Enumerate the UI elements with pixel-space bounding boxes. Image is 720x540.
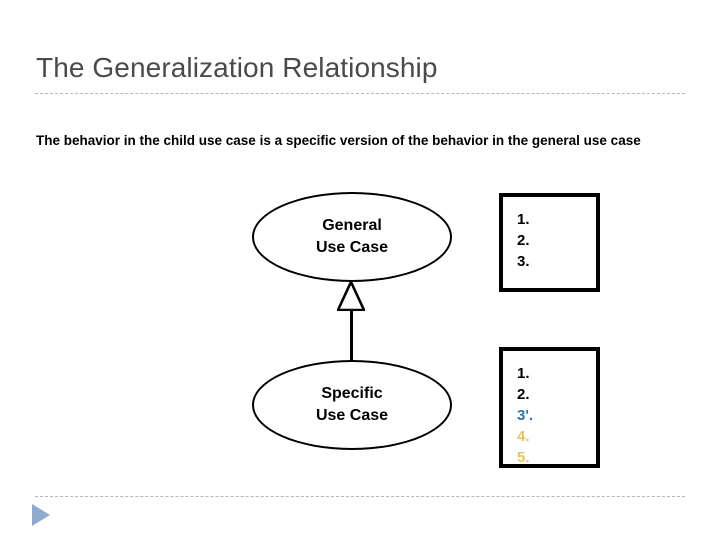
step-item: 1.: [517, 211, 530, 228]
step-item: 3'.: [517, 407, 534, 424]
play-triangle-icon[interactable]: [30, 503, 52, 527]
specific-steps-box: 1. 2. 3'. 4. 5.: [499, 347, 600, 468]
step-item: 5.: [517, 449, 530, 466]
page-title: The Generalization Relationship: [36, 52, 438, 83]
step-item: 4.: [517, 428, 530, 445]
general-use-case-node[interactable]: General Use Case: [252, 192, 452, 282]
step-item: 3.: [517, 253, 530, 270]
specific-use-case-node[interactable]: Specific Use Case: [252, 360, 452, 450]
title-divider: [35, 93, 685, 94]
step-item: 2.: [517, 232, 530, 249]
general-steps-box: 1. 2. 3.: [499, 193, 600, 292]
body-text: The behavior in the child use case is a …: [36, 133, 641, 148]
generalization-connector-line: [350, 309, 353, 361]
specific-use-case-label-line2: Use Case: [315, 407, 389, 424]
general-use-case-label-line1: General: [322, 217, 382, 234]
step-item: 1.: [517, 365, 530, 382]
specific-use-case-label-line1: Specific: [321, 385, 383, 402]
footer-divider: [35, 496, 685, 497]
general-use-case-label-line2: Use Case: [315, 239, 389, 256]
step-item: 2.: [517, 386, 530, 403]
